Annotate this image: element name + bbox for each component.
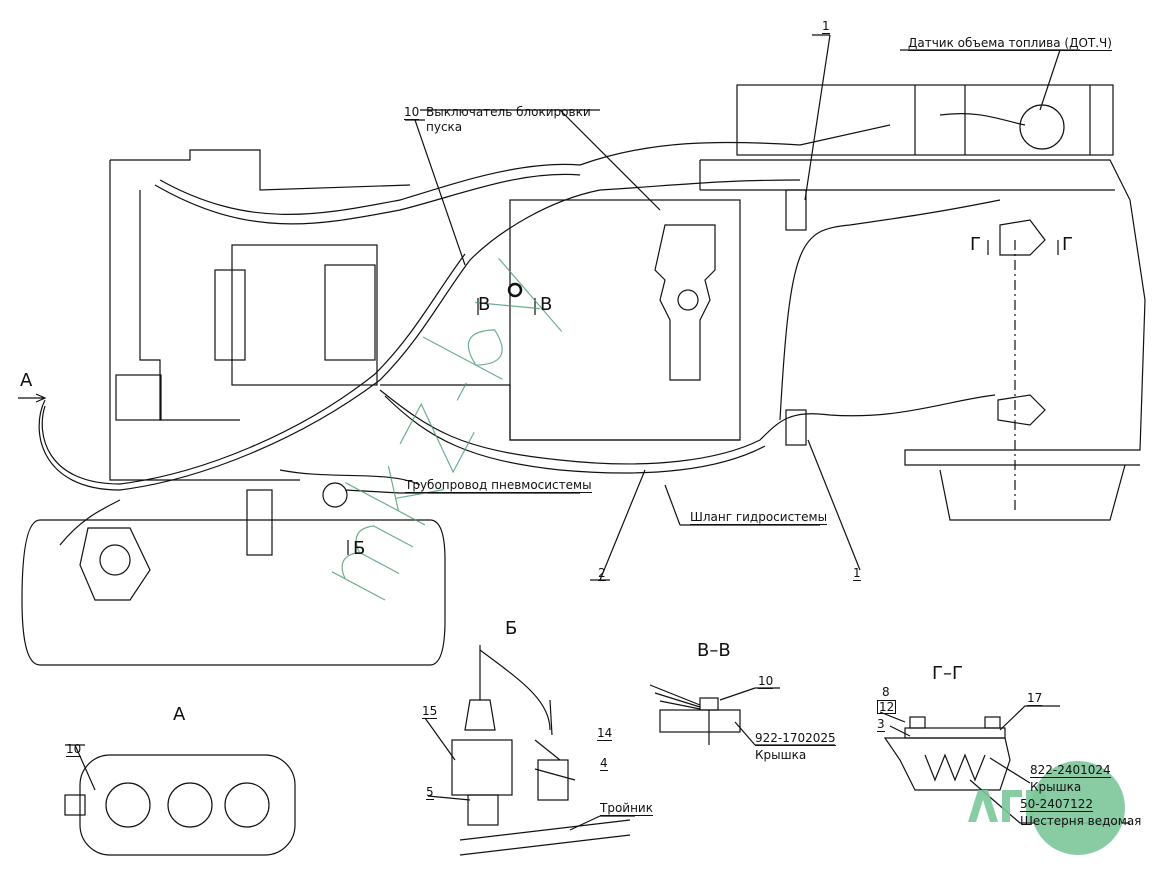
view-b-tee: Тройник (600, 801, 653, 816)
view-a-connector (79, 754, 296, 856)
view-b-pos-14: 14 (597, 726, 613, 741)
view-a-arrow: А (20, 370, 33, 391)
label-pos-1-bottom: 1 (853, 566, 861, 581)
label-pos-1-top: 1 (822, 19, 830, 34)
view-a-title: А (173, 704, 186, 725)
view-b-arrow: Б (353, 538, 366, 559)
label-fuel-sensor: Датчик объема топлива (ДОТ.Ч) (908, 36, 1112, 51)
view-gg-pos-17: 17 (1027, 691, 1043, 706)
label-pos-2: 2 (598, 566, 606, 581)
section-g-left: Г (970, 234, 981, 255)
view-a-pos-10: 10 (66, 742, 82, 757)
view-gg-part1-no: 822-2401024 (1030, 763, 1111, 778)
view-b-pos-4: 4 (600, 756, 608, 771)
view-gg-part1-name: Крышка (1030, 780, 1082, 794)
view-b-pos-15: 15 (422, 704, 438, 719)
label-pos-10-top: 10 (404, 105, 420, 120)
view-b-title: Б (505, 618, 518, 639)
view-gg-part2-name: Шестерня ведомая (1020, 814, 1142, 828)
label-lock-switch: Выключатель блокировки (426, 105, 591, 119)
view-gg-pos-12: 12 (877, 700, 897, 714)
frame (700, 159, 1146, 466)
label-hydro-hose: Шланг гидросистемы (690, 510, 828, 525)
view-gg-title: Г–Г (932, 663, 963, 684)
view-vv-part-name: Крышка (755, 748, 807, 762)
view-b-pos-5: 5 (426, 785, 434, 800)
fuel-tank (736, 84, 1114, 156)
view-gg-pos-8: 8 (882, 685, 890, 699)
hose-upper (159, 124, 891, 215)
view-vv-title: В–В (697, 640, 731, 661)
section-g-right: Г (1062, 234, 1073, 255)
label-lock-switch-2: пуска (426, 120, 463, 134)
section-v-right: В (540, 294, 553, 315)
view-gg-part2-no: 50-2407122 (1020, 797, 1094, 812)
section-v-left: В (478, 294, 491, 315)
view-vv-pos-10: 10 (758, 674, 774, 689)
view-gg-pos-3: 3 (877, 717, 885, 732)
label-pneumo-pipe: Трубопровод пневмосистемы (405, 478, 592, 493)
view-vv-part-no: 922-1702025 (755, 731, 836, 746)
air-receiver (21, 519, 446, 666)
